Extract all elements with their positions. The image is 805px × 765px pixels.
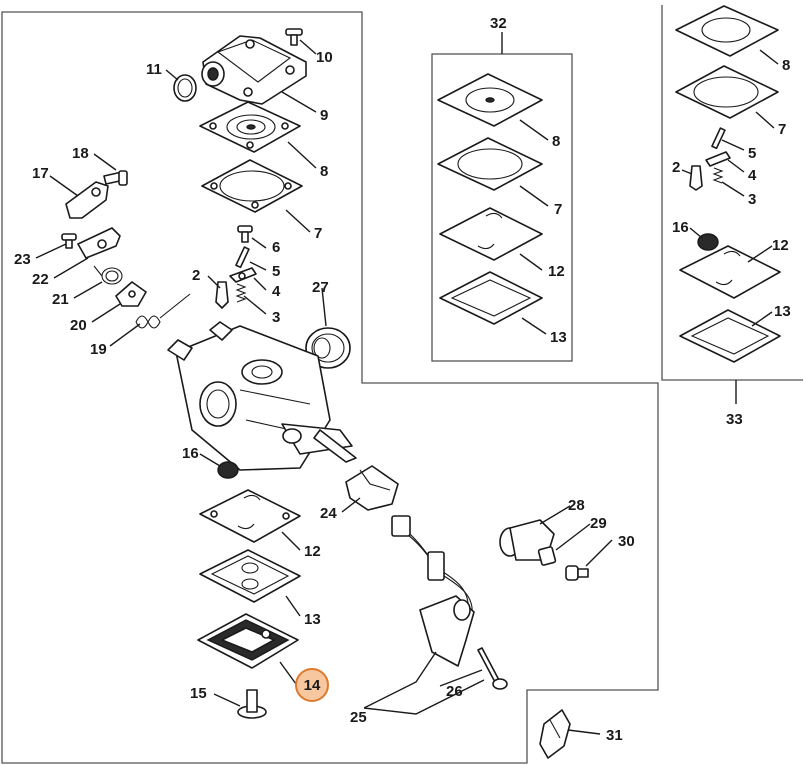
callout-12: 12 [304, 543, 321, 560]
spring-3[interactable] [235, 283, 247, 303]
solenoid-valve-25[interactable] [419, 595, 475, 667]
callout-29: 29 [590, 515, 607, 532]
callout-33-4: 4 [748, 167, 757, 184]
kit33-needle-2[interactable] [689, 165, 703, 191]
callout-25: 25 [350, 709, 367, 726]
leader-lines [35, 39, 779, 735]
callout-22: 22 [32, 271, 49, 288]
callout-13: 13 [304, 611, 321, 628]
callout-32-7: 7 [554, 201, 562, 218]
callout-33-16: 16 [672, 219, 689, 236]
callout-9: 9 [320, 107, 328, 124]
callout-32: 32 [490, 15, 507, 32]
callout-18: 18 [72, 145, 89, 162]
kit32-diaphragm-8[interactable] [437, 73, 543, 127]
screw-15[interactable] [237, 689, 267, 719]
gasket-13[interactable] [199, 549, 301, 603]
callout-7: 7 [314, 225, 322, 242]
screw-18[interactable] [103, 170, 128, 186]
callout-30: 30 [618, 533, 635, 550]
pump-diaphragm-12[interactable] [199, 489, 301, 543]
callout-33: 33 [726, 411, 743, 428]
callout-3: 3 [272, 309, 280, 326]
kit33-pin-5[interactable] [711, 127, 726, 150]
gasket-7[interactable] [201, 159, 303, 213]
callout-6: 6 [272, 239, 280, 256]
callout-8: 8 [320, 163, 328, 180]
kit32-gasket-7[interactable] [437, 137, 543, 191]
kit33-screen-16[interactable] [697, 233, 719, 251]
callout-20: 20 [70, 317, 87, 334]
callout-16: 16 [182, 445, 199, 462]
bracket-20[interactable] [115, 281, 147, 307]
callout-23: 23 [14, 251, 31, 268]
callout-2: 2 [192, 267, 200, 284]
screw-10[interactable] [285, 28, 303, 46]
callout-32-13: 13 [550, 329, 567, 346]
callout-33-5: 5 [748, 145, 756, 162]
screw-6[interactable] [237, 225, 253, 243]
spring-29[interactable] [537, 546, 557, 566]
callout-26: 26 [446, 683, 463, 700]
kit33-gasket-13[interactable] [679, 309, 781, 363]
lever-17[interactable] [65, 181, 109, 219]
kit33-diaphragm-8[interactable] [675, 5, 779, 57]
callout-5: 5 [272, 263, 280, 280]
screw-23[interactable] [61, 233, 77, 249]
callout-33-12: 12 [772, 237, 789, 254]
callout-33-3: 3 [748, 191, 756, 208]
callout-14-label: 14 [304, 677, 321, 694]
callout-33-13: 13 [774, 303, 791, 320]
callout-4: 4 [272, 283, 281, 300]
callout-32-8: 8 [552, 133, 560, 150]
kit33-lever-4[interactable] [705, 151, 731, 167]
callout-11: 11 [146, 61, 162, 78]
part-31[interactable] [539, 709, 571, 759]
valve-pin-26[interactable] [477, 647, 508, 690]
callout-31: 31 [606, 727, 623, 744]
callout-14-highlighted[interactable]: 14 [295, 668, 329, 702]
callout-15: 15 [190, 685, 207, 702]
cover-9[interactable] [201, 35, 307, 105]
kit33-gasket-7[interactable] [675, 65, 779, 119]
screw-30[interactable] [565, 565, 589, 581]
callout-10: 10 [316, 49, 333, 66]
o-ring-11[interactable] [173, 74, 197, 102]
callout-21: 21 [52, 291, 69, 308]
pin-5[interactable] [235, 246, 250, 269]
callout-28: 28 [568, 497, 585, 514]
cable-harness[interactable] [391, 515, 473, 615]
callout-33-8: 8 [782, 57, 790, 74]
kit32-gasket-13[interactable] [439, 271, 543, 325]
kit32-diaphragm-12[interactable] [439, 207, 543, 261]
screen-16[interactable] [217, 461, 239, 479]
shaft-22[interactable] [77, 227, 121, 259]
spring-21[interactable] [93, 265, 123, 285]
callout-24: 24 [320, 505, 337, 522]
kit-33-frame [661, 5, 803, 381]
callout-33-7: 7 [778, 121, 786, 138]
main-frame [1, 11, 659, 764]
kit33-spring-3[interactable] [712, 167, 724, 184]
metering-diaphragm-8[interactable] [199, 101, 301, 153]
callout-32-12: 12 [548, 263, 565, 280]
pump-cover-14[interactable] [197, 613, 299, 669]
callout-19: 19 [90, 341, 107, 358]
callout-17: 17 [32, 165, 49, 182]
carburetor-body[interactable] [167, 321, 357, 471]
callout-33-2: 2 [672, 159, 680, 176]
kit33-diaphragm-12[interactable] [679, 245, 781, 299]
spring-19[interactable] [135, 293, 191, 329]
inlet-lever-4[interactable] [229, 267, 257, 283]
callout-27: 27 [312, 279, 329, 296]
inlet-needle-2[interactable] [215, 281, 229, 309]
